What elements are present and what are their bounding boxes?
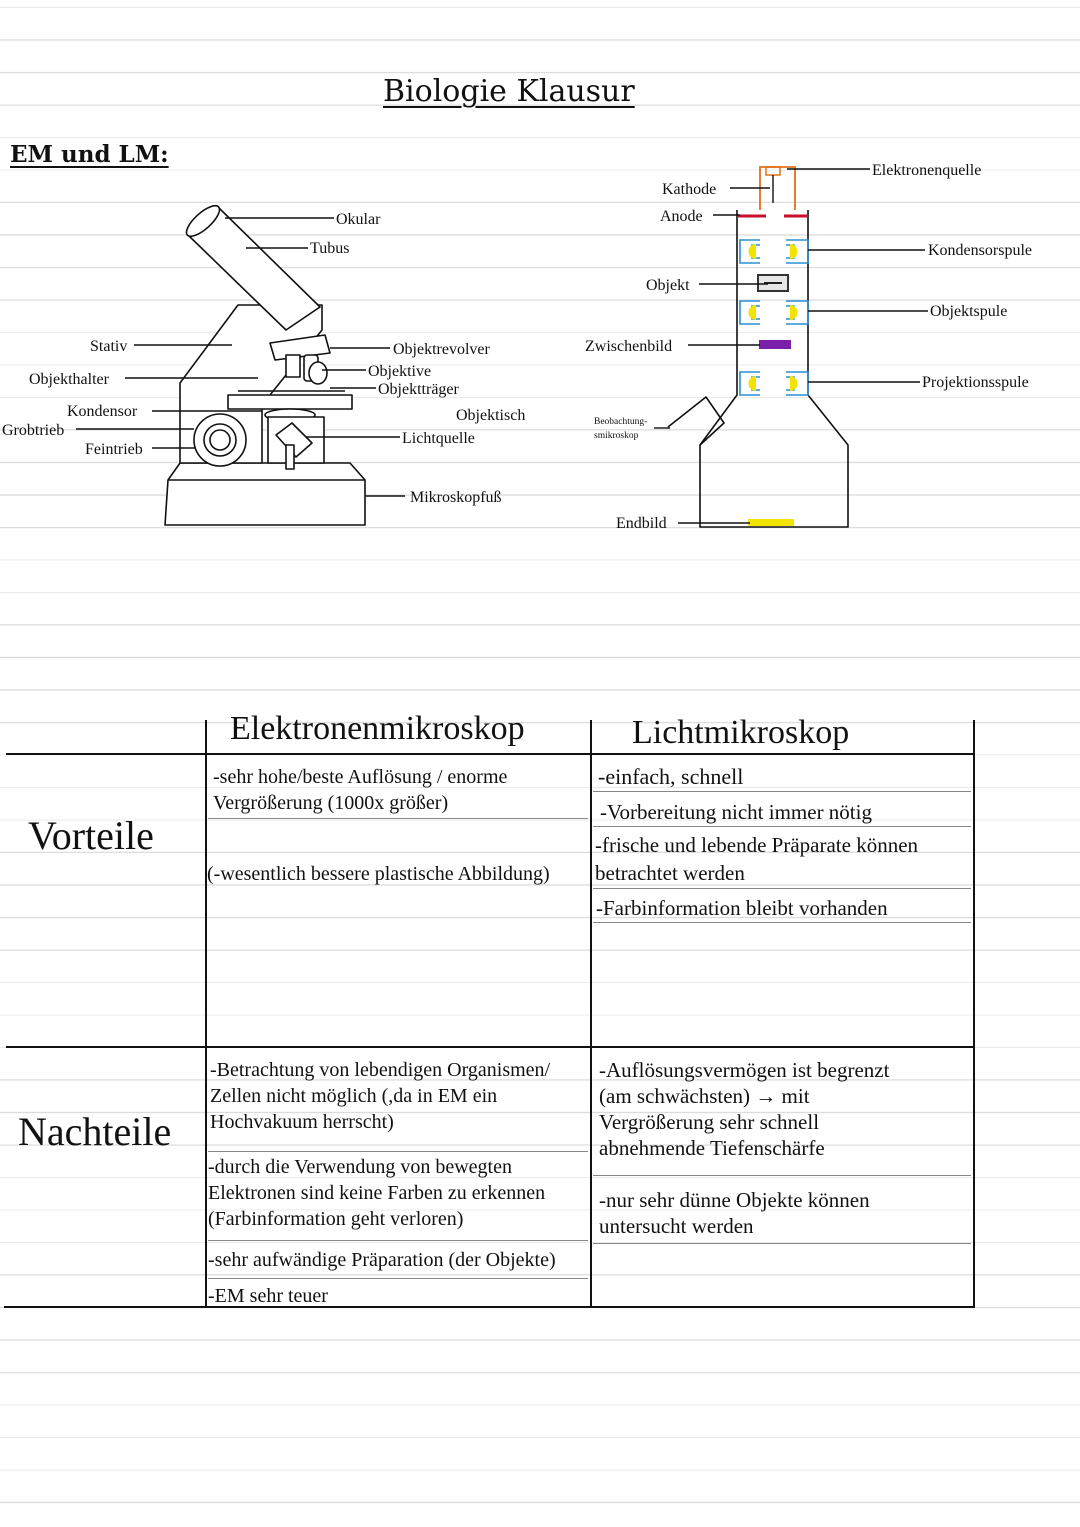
projection-coil [739,371,809,396]
label-elektronenquelle: Elektronenquelle [872,162,981,179]
table-vline [590,720,592,1308]
vorteile-em-1: -sehr hohe/beste Auflösung / enorme Verg… [213,766,508,814]
table-inner-line [208,1278,588,1279]
label-mikroskopfuss: Mikroskopfuß [410,489,502,506]
table-inner-line [593,888,971,889]
em-observation-tube [667,396,725,446]
stage [227,394,353,410]
light-microscope-diagram: Okular Tubus Stativ Objekthalter Kondens… [2,204,525,526]
vorteile-em-2: (-wesentlich bessere plastische Abbildun… [207,863,550,885]
table-hline [6,1046,974,1048]
header-lm: Lichtmikroskop [632,714,850,751]
nachteile-lm-1: -Auflösungsvermögen ist begrenzt (am sch… [599,1058,890,1160]
label-zwischenbild: Zwischenbild [585,338,672,355]
light-microscope-leaders [76,217,405,497]
table-inner-line [208,1151,588,1152]
row-label-vorteile: Vorteile [28,813,154,858]
label-kathode: Kathode [662,181,716,198]
table-vline [973,720,975,1308]
table-inner-line [593,1243,971,1244]
label-beobachtung-line2: smikroskop [594,431,639,441]
table-inner-line [593,791,971,792]
section-heading: EM und LM: [10,141,169,168]
label-objekttisch: Objektisch [456,407,525,424]
nachteile-em-4: -EM sehr teuer [208,1285,328,1307]
label-objekt: Objekt [646,277,690,294]
eyepiece-top [185,204,221,238]
table-vline [205,720,207,1308]
header-em: Elektronenmikroskop [230,710,525,747]
table-inner-line [593,826,971,827]
intermediate-image [759,340,791,349]
microscope-foot [164,462,366,526]
table-hline [6,753,974,755]
label-projektionsspule: Projektionsspule [922,374,1029,391]
nachteile-em-2: -durch die Verwendung von bewegten Elekt… [208,1156,546,1230]
nosepiece [269,334,331,361]
comparison-table: Elektronenmikroskop Lichtmikroskop Vorte… [0,700,1080,1320]
table-inner-line [593,1175,971,1176]
label-objektrevolver: Objektrevolver [393,341,491,358]
vorteile-lm-3: -frische und lebende Präparate können be… [595,833,919,885]
table-inner-line [208,818,588,819]
label-kondensor: Kondensor [67,403,138,420]
final-image [748,519,794,526]
vorteile-lm-2: -Vorbereitung nicht immer nötig [600,800,872,824]
label-lichtquelle: Lichtquelle [402,430,475,447]
label-anode: Anode [660,208,703,225]
label-objektspule: Objektspule [930,303,1007,320]
label-kondensorspule: Kondensorspule [928,242,1032,259]
table-inner-line [593,922,971,923]
nachteile-em-1: -Betrachtung von lebendigen Organismen/ … [210,1059,551,1133]
em-leaders [654,168,928,524]
objective-coil [739,300,809,325]
label-okular: Okular [336,211,381,228]
label-beobachtung-line1: Beobachtung- [594,417,647,427]
label-objekttraeger: Objektträger [378,381,460,398]
condenser-coil [739,239,809,264]
nachteile-lm-2: -nur sehr dünne Objekte können untersuch… [599,1188,870,1238]
vorteile-lm-4: -Farbinformation bleibt vorhanden [596,896,888,920]
label-stativ: Stativ [90,338,127,355]
vorteile-lm-1: -einfach, schnell [598,764,744,789]
label-grobtrieb: Grobtrieb [2,422,64,439]
label-feintrieb: Feintrieb [85,441,143,458]
table-inner-line [208,1240,588,1241]
label-objekthalter: Objekthalter [29,371,110,388]
page-title: Biologie Klausur [383,74,635,109]
cathode [765,166,781,176]
em-column [699,210,849,528]
label-tubus: Tubus [310,240,349,257]
nachteile-em-3: -sehr aufwändige Präparation (der Objekt… [208,1249,556,1271]
row-label-nachteile: Nachteile [18,1109,172,1154]
electron-microscope-diagram: Elektronenquelle Kathode Anode Kondensor… [585,162,1032,532]
table-hline [4,1306,974,1308]
label-endbild: Endbild [616,515,667,532]
label-objektive: Objektive [368,363,431,380]
